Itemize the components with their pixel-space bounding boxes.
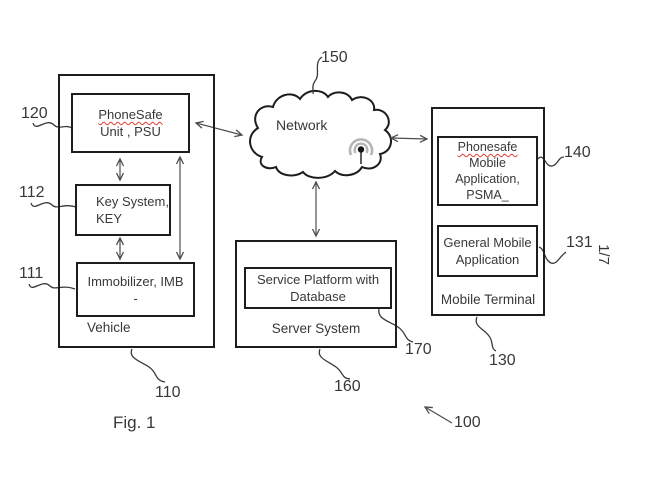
arrow-ref-100 <box>423 406 453 424</box>
ref-170: 170 <box>405 341 432 358</box>
immobilizer-line2: - <box>133 290 138 306</box>
service-platform-line1: Service Platform with <box>256 272 380 287</box>
ref-100: 100 <box>454 414 481 431</box>
ref-111: 111 <box>19 265 44 282</box>
ref-160: 160 <box>334 378 361 395</box>
psma-line1: Phonesafe <box>457 140 518 154</box>
psma-line3: Application, <box>455 172 520 186</box>
general-app-line2: Application <box>455 252 520 267</box>
network-cloud <box>249 89 392 179</box>
ref-112: 112 <box>19 184 45 201</box>
general-mobile-app-box: General Mobile Application <box>437 225 538 277</box>
phonesafe-unit-line2: Unit , PSU <box>100 124 161 139</box>
leader-130 <box>475 316 497 352</box>
psma-line2: Mobile <box>469 156 506 170</box>
vehicle-box <box>58 74 215 348</box>
ref-110: 110 <box>155 384 181 401</box>
wifi-signal-icon <box>348 138 374 164</box>
service-platform-line2: Database <box>290 289 346 304</box>
key-system-box: Key System, KEY <box>75 184 171 236</box>
service-platform-box: Service Platform with Database <box>244 267 392 309</box>
mobile-terminal-box <box>431 107 545 316</box>
leader-110 <box>130 348 166 383</box>
sheet-number: 1/7 <box>594 244 612 265</box>
vehicle-label: Vehicle <box>87 320 131 335</box>
immobilizer-line1: Immobilizer, IMB <box>87 273 184 289</box>
server-system-label: Server System <box>271 321 361 336</box>
ref-131: 131 <box>566 234 593 251</box>
ref-120: 120 <box>21 105 48 122</box>
ref-130: 130 <box>489 352 516 369</box>
leader-160 <box>318 348 351 380</box>
key-system-line2: KEY <box>96 211 123 226</box>
ref-150: 150 <box>321 49 348 66</box>
immobilizer-box: Immobilizer, IMB - <box>76 262 195 317</box>
figure-caption: Fig. 1 <box>113 413 156 432</box>
phonesafe-unit-line1: PhoneSafe <box>98 107 163 122</box>
mobile-terminal-label: Mobile Terminal <box>440 292 536 307</box>
phonesafe-unit-box: PhoneSafe Unit , PSU <box>71 93 190 153</box>
psma-line4: PSMA_ <box>466 188 509 202</box>
arrow-network-mobile <box>389 134 429 143</box>
network-label: Network <box>276 117 328 133</box>
key-system-line1: Key System, <box>96 194 169 209</box>
phonesafe-mobile-app-box: Phonesafe Mobile Application, PSMA_ <box>437 136 538 206</box>
general-app-line1: General Mobile <box>443 235 532 250</box>
ref-140: 140 <box>564 144 591 161</box>
server-system-box <box>235 240 397 348</box>
